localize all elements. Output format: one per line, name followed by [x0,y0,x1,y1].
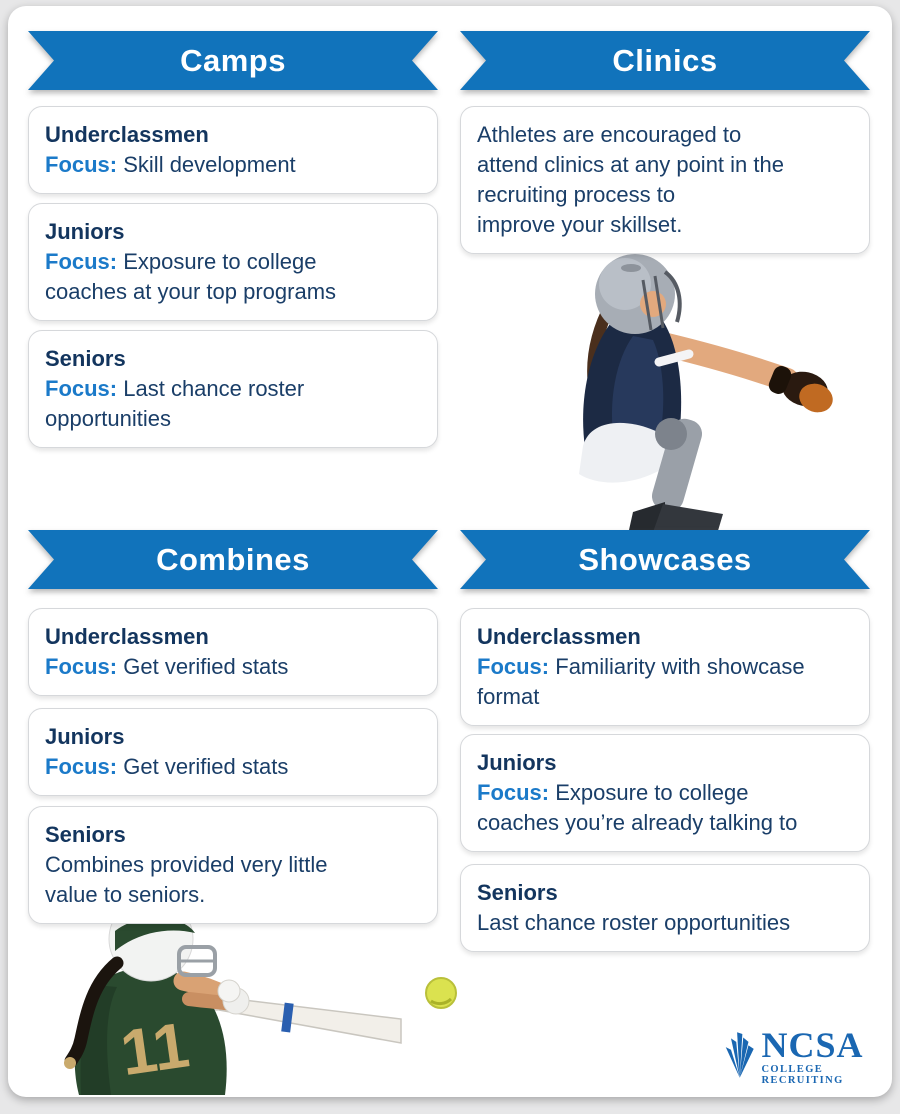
camps-ribbon: Camps [28,31,438,90]
ncsa-wordmark: NCSA [761,1025,864,1065]
card-heading: Juniors [477,750,557,775]
focus-label: Focus: [45,754,118,779]
card-text: Exposure to college coaches you’re alrea… [477,780,798,835]
camps-card-juniors: Juniors Focus: Exposure to college coach… [28,203,438,321]
focus-label: Focus: [45,152,118,177]
focus-label: Focus: [477,654,550,679]
ncsa-crown-icon [725,1032,754,1078]
card-text: Get verified stats [123,754,289,779]
card-body: Focus: Exposure to college coaches you’r… [477,778,853,838]
showcases-ribbon-banner: Showcases [460,530,870,589]
showcases-ribbon: Showcases [460,530,870,589]
card-heading: Underclassmen [477,624,641,649]
combines-card-underclassmen: Underclassmen Focus: Get verified stats [28,608,438,696]
clinics-ribbon: Clinics [460,31,870,90]
card-body: Last chance roster opportunities [477,908,853,938]
card-heading: Seniors [477,880,558,905]
card-heading: Underclassmen [45,624,209,649]
card-body: Focus: Last chance roster opportunities [45,374,421,434]
focus-label: Focus: [45,249,118,274]
showcases-card-underclassmen: Underclassmen Focus: Familiarity with sh… [460,608,870,726]
card-heading: Underclassmen [45,122,209,147]
card-text: Exposure to college coaches at your top … [45,249,337,304]
camps-card-underclassmen: Underclassmen Focus: Skill development [28,106,438,194]
card-heading: Juniors [45,724,125,749]
card-body: Focus: Skill development [45,150,421,180]
card-body: Focus: Get verified stats [45,652,421,682]
card-body: Athletes are encouraged to attend clinic… [477,120,853,240]
ncsa-tagline: COLLEGE RECRUITING [761,1064,844,1086]
card-text: Get verified stats [123,654,289,679]
card-text: Last chance roster opportunities [477,910,791,935]
svg-text:11: 11 [116,1008,193,1089]
card-text: Skill development [123,152,296,177]
card-text: Athletes are encouraged to attend clinic… [477,122,784,237]
softball-catcher-photo [579,254,833,534]
card-body: Focus: Familiarity with showcase format [477,652,853,712]
focus-label: Focus: [477,780,550,805]
card-heading: Seniors [45,346,126,371]
combines-title: Combines [156,541,310,577]
softball-icon [425,977,457,1009]
card-body: Focus: Get verified stats [45,752,421,782]
showcases-card-seniors: Seniors Last chance roster opportunities [460,864,870,952]
clinics-title: Clinics [612,42,718,78]
combines-ribbon-banner: Combines [28,530,438,589]
softball-batter-photo: 11 [64,896,457,1095]
camps-ribbon-banner: Camps [28,31,438,90]
card-text: Last chance roster opportunities [45,376,305,431]
focus-label: Focus: [45,376,118,401]
focus-label: Focus: [45,654,118,679]
clinics-card: Athletes are encouraged to attend clinic… [460,106,870,254]
card-text: Combines provided very little value to s… [45,852,328,907]
clinics-ribbon-banner: Clinics [460,31,870,90]
ncsa-logo: NCSA COLLEGE RECRUITING [724,1025,884,1088]
card-body: Combines provided very little value to s… [45,850,421,910]
showcases-title: Showcases [578,541,752,577]
combines-ribbon: Combines [28,530,438,589]
card-text: Familiarity with showcase format [477,654,805,709]
card-heading: Seniors [45,822,126,847]
camps-title: Camps [180,42,286,78]
infographic-sheet: Camps Clinics Underclassmen Focus: Skill… [8,6,892,1097]
combines-card-seniors: Seniors Combines provided very little va… [28,806,438,924]
combines-card-juniors: Juniors Focus: Get verified stats [28,708,438,796]
camps-card-seniors: Seniors Focus: Last chance roster opport… [28,330,438,448]
card-body: Focus: Exposure to college coaches at yo… [45,247,421,307]
card-heading: Juniors [45,219,125,244]
showcases-card-juniors: Juniors Focus: Exposure to college coach… [460,734,870,852]
